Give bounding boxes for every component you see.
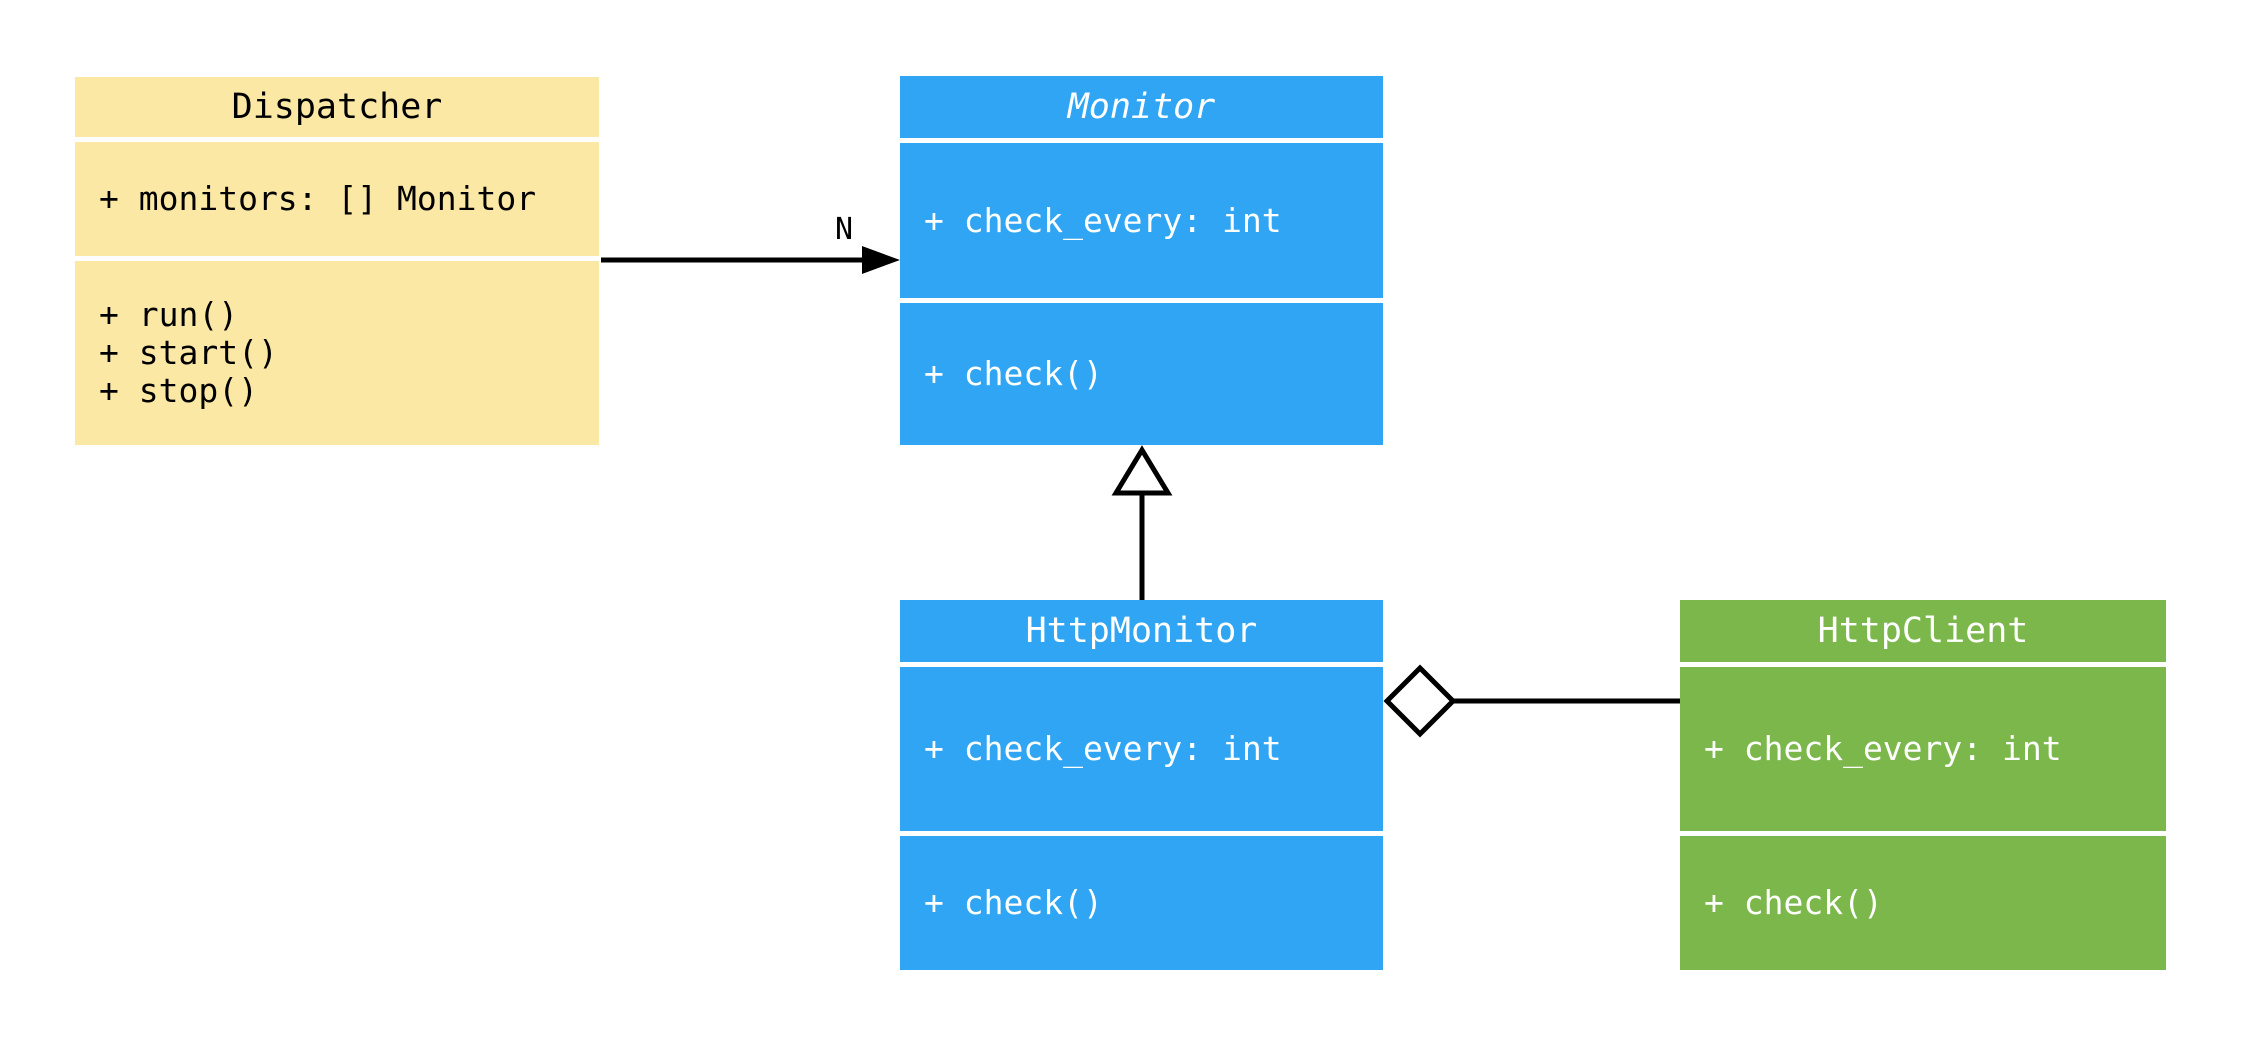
method-line: + check() <box>924 354 1103 393</box>
method-line: + stop() <box>99 371 258 410</box>
class-box-monitor[interactable]: Monitor + check_every: int + check() <box>900 76 1383 445</box>
method-line: + check() <box>1704 883 1883 922</box>
class-attributes-httpmonitor: + check_every: int <box>900 667 1383 831</box>
class-title-dispatcher: Dispatcher <box>75 77 599 137</box>
inheritance-edge-httpmonitor-monitor <box>1111 445 1173 601</box>
class-name: Monitor <box>1067 87 1216 127</box>
class-attributes-dispatcher: + monitors: [] Monitor <box>75 142 599 256</box>
class-name: HttpClient <box>1817 611 2029 651</box>
class-box-httpmonitor[interactable]: HttpMonitor + check_every: int + check() <box>900 600 1383 970</box>
aggregation-edge-httpmonitor-httpclient <box>1383 664 1681 738</box>
attribute-line: + check_every: int <box>924 729 1282 768</box>
class-methods-httpmonitor: + check() <box>900 836 1383 970</box>
class-attributes-httpclient: + check_every: int <box>1680 667 2166 831</box>
inheritance-triangle-icon <box>1111 445 1173 496</box>
attribute-line: + check_every: int <box>924 200 1282 240</box>
association-edge-dispatcher-monitor <box>601 246 900 274</box>
class-box-dispatcher[interactable]: Dispatcher + monitors: [] Monitor + run(… <box>75 77 599 445</box>
method-line: + start() <box>99 333 278 372</box>
association-multiplicity-label: N <box>834 212 854 247</box>
attribute-line: + monitors: [] Monitor <box>99 179 537 218</box>
class-methods-httpclient: + check() <box>1680 836 2166 970</box>
class-name: Dispatcher <box>231 87 443 127</box>
attribute-line: + check_every: int <box>1704 729 2062 768</box>
class-title-httpclient: HttpClient <box>1680 600 2166 662</box>
method-line: + check() <box>924 883 1103 922</box>
class-attributes-monitor: + check_every: int <box>900 143 1383 298</box>
association-arrowhead-icon <box>862 246 900 274</box>
class-methods-monitor: + check() <box>900 303 1383 445</box>
class-title-httpmonitor: HttpMonitor <box>900 600 1383 662</box>
class-box-httpclient[interactable]: HttpClient + check_every: int + check() <box>1680 600 2166 970</box>
method-line: + run() <box>99 295 239 334</box>
class-methods-dispatcher: + run() + start() + stop() <box>75 261 599 445</box>
class-title-monitor: Monitor <box>900 76 1383 138</box>
class-name: HttpMonitor <box>1025 611 1258 651</box>
aggregation-diamond-icon <box>1383 664 1457 738</box>
